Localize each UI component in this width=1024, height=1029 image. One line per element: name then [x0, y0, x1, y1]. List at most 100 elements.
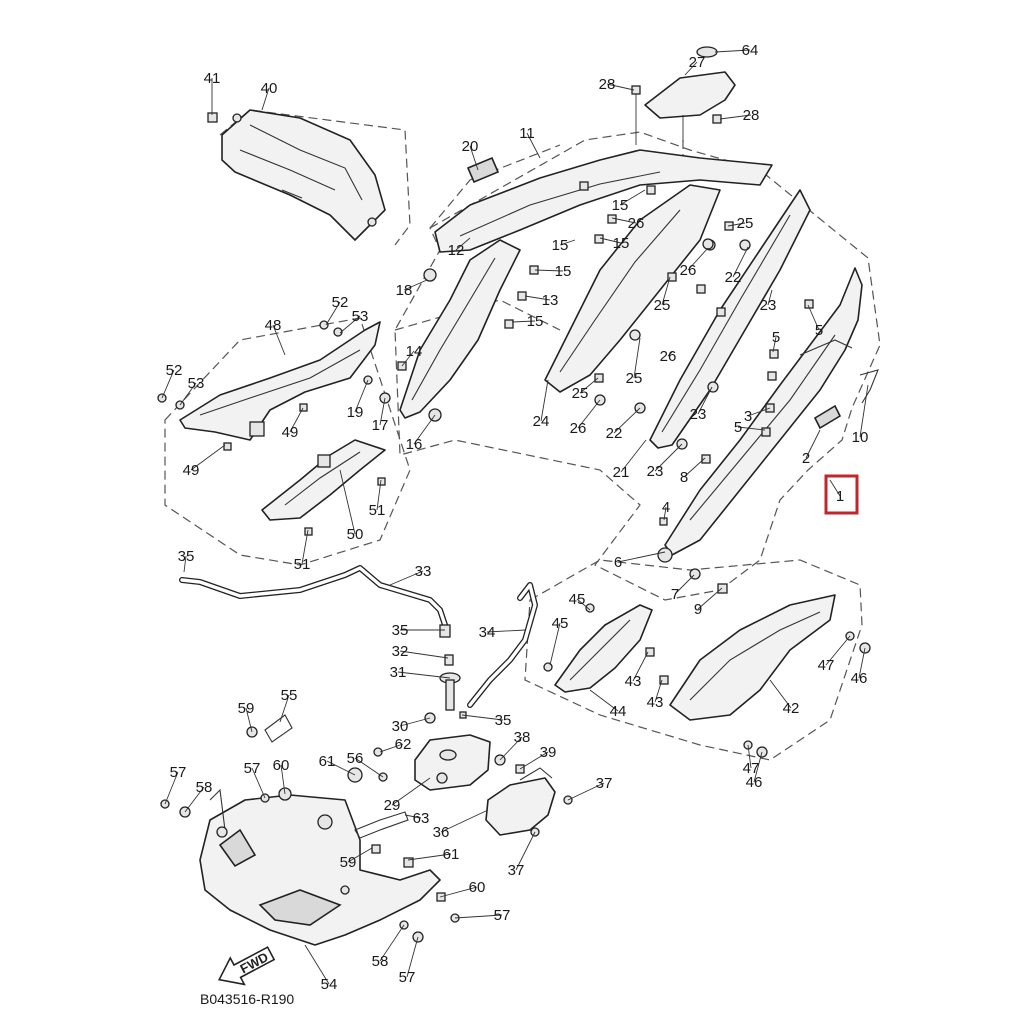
leader-line [684, 61, 698, 76]
drawing-code: B043516-R190 [200, 991, 294, 1007]
callout-25: 25 [626, 370, 643, 387]
leader-line [747, 407, 771, 417]
callout-35: 35 [392, 622, 409, 639]
part-42-cover [669, 594, 871, 758]
callout-61: 61 [319, 753, 336, 770]
callout-24: 24 [533, 413, 550, 430]
callout-51: 51 [294, 556, 311, 573]
callout-13: 13 [542, 292, 559, 309]
leader-line [559, 239, 576, 246]
part-right-arm [634, 189, 811, 464]
leader-line [540, 379, 549, 422]
leader-line [663, 506, 667, 521]
leader-line [719, 114, 752, 120]
leader-line [389, 570, 424, 586]
highlight-box [824, 474, 859, 515]
callout-22: 22 [725, 269, 742, 286]
leader-line [190, 444, 226, 471]
callout-9: 9 [694, 601, 702, 618]
fwd-arrow: FWD [217, 946, 276, 986]
leader-line [859, 384, 869, 438]
leader-line [354, 379, 369, 413]
leader-line [461, 714, 504, 721]
leader-line [805, 429, 821, 459]
callout-57: 57 [494, 907, 511, 924]
callout-23: 23 [647, 463, 664, 480]
leader-line [399, 650, 449, 659]
leader-line [179, 382, 197, 406]
callout-43: 43 [647, 694, 664, 711]
leader-line [524, 295, 551, 301]
leader-line [289, 407, 304, 433]
leader-line [391, 777, 431, 806]
callout-61: 61 [443, 846, 460, 863]
part-48-panel [157, 320, 381, 451]
callout-63: 63 [413, 810, 430, 827]
leader-line [576, 598, 591, 611]
callout-35: 35 [178, 548, 195, 565]
part-left-arm [363, 239, 539, 422]
leader-line [633, 337, 641, 379]
callout-60: 60 [273, 757, 290, 774]
callout-5: 5 [734, 419, 742, 436]
leader-line [632, 651, 649, 682]
leader-line [245, 707, 253, 733]
callout-25: 25 [654, 297, 671, 314]
callout-53: 53 [188, 375, 205, 392]
leader-line [397, 671, 451, 679]
leader-line [769, 679, 792, 709]
callout-19: 19 [347, 404, 364, 421]
leader-line [687, 247, 709, 271]
leader-line [183, 555, 187, 573]
leader-line [747, 744, 752, 769]
callout-12: 12 [448, 242, 465, 259]
leader-line [406, 936, 419, 978]
leader-line [674, 574, 695, 595]
callout-21: 21 [613, 464, 630, 481]
leader-line [567, 782, 605, 801]
callout-52: 52 [166, 362, 183, 379]
leader-line [807, 304, 820, 331]
leader-line [829, 479, 841, 497]
callout-17: 17 [372, 417, 389, 434]
callout-6: 6 [614, 554, 622, 571]
callout-53: 53 [352, 308, 369, 325]
callout-28: 28 [599, 76, 616, 93]
callout-57: 57 [170, 764, 187, 781]
callout-47: 47 [818, 657, 835, 674]
callout-37: 37 [596, 775, 613, 792]
callout-26: 26 [660, 348, 677, 365]
callout-25: 25 [737, 215, 754, 232]
callout-36: 36 [433, 824, 450, 841]
callout-33: 33 [415, 563, 432, 580]
callout-8: 8 [680, 469, 688, 486]
callout-15: 15 [552, 237, 569, 254]
leader-line [401, 350, 415, 367]
leader-line [455, 237, 471, 251]
leader-line [164, 771, 179, 805]
leader-line [825, 635, 851, 666]
callout-15: 15 [555, 263, 572, 280]
leader-line [549, 622, 561, 666]
leader-line [272, 324, 286, 356]
leader-line [858, 647, 866, 679]
callout-23: 23 [690, 406, 707, 423]
leader-line [772, 336, 777, 353]
callout-26: 26 [680, 262, 697, 279]
callout-2: 2 [802, 450, 810, 467]
callout-60: 60 [469, 879, 486, 896]
callout-11: 11 [519, 125, 535, 142]
part-33-cable [179, 565, 454, 666]
leader-line [619, 189, 646, 206]
callout-26: 26 [628, 215, 645, 232]
leader-line [727, 222, 746, 227]
callout-31: 31 [390, 664, 407, 681]
callout-14: 14 [406, 343, 423, 360]
leader-line [714, 49, 751, 53]
callout-20: 20 [462, 138, 479, 155]
leader-line [440, 809, 489, 833]
callout-3: 3 [744, 408, 752, 425]
part-54-cowl [199, 788, 441, 946]
leader-line [697, 587, 723, 610]
